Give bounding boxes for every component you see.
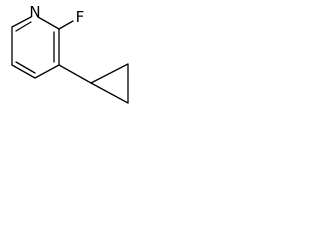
bond-c2-f bbox=[58, 20, 74, 30]
bond-cyclopropyl-3 bbox=[90, 82, 129, 104]
bond-c3-cyclopropyl bbox=[58, 64, 92, 84]
bond-n-c6 bbox=[11, 16, 32, 28]
nitrogen-atom-label: N bbox=[29, 3, 40, 21]
bond-c5-c4 bbox=[11, 64, 36, 79]
bond-cyclopropyl-1 bbox=[90, 63, 129, 84]
fluorine-atom-label: F bbox=[76, 8, 85, 26]
bond-n-c2 bbox=[37, 16, 60, 30]
bond-c4-c3 bbox=[34, 64, 60, 79]
bond-n-c6-double bbox=[15, 21, 32, 32]
bond-c5-c4-double bbox=[15, 61, 36, 74]
structure-diagram: N F bbox=[11, 3, 129, 104]
